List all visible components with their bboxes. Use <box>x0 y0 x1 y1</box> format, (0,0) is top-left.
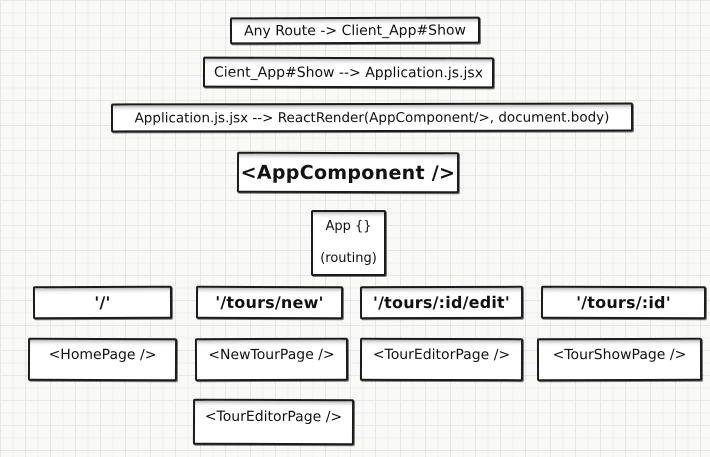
flow-step-client-app-show: Cient_App#Show --> Application.js.jsx <box>202 56 495 89</box>
component-box-new-tour-page: <NewTourPage /> <box>194 337 349 382</box>
component-box-nested-tour-editor-page: <TourEditorPage /> <box>192 398 355 446</box>
route-box-tours-new: '/tours/new' <box>195 285 344 320</box>
component-home-page-label: <HomePage /> <box>48 346 157 364</box>
app-router-box: App {} (routing) <box>311 210 386 276</box>
app-component-box: <AppComponent /> <box>236 151 460 194</box>
route-tours-id-path: '/tours/:id' <box>576 292 671 313</box>
app-component-label: <AppComponent /> <box>240 161 456 184</box>
flow-step-application-jsx-label: Application.js.jsx --> ReactRender(AppCo… <box>134 109 610 126</box>
route-box-tours-id: '/tours/:id' <box>540 285 707 320</box>
flow-step-client-app-show-label: Cient_App#Show --> Application.js.jsx <box>213 64 484 81</box>
component-tour-show-page-label: <TourShowPage /> <box>552 346 687 364</box>
component-box-home-page: <HomePage /> <box>27 337 178 382</box>
app-router-title: App {} <box>325 219 372 234</box>
component-nested-tour-editor-page-label: <TourEditorPage /> <box>204 408 343 426</box>
route-tours-new-path: '/tours/new' <box>215 292 324 313</box>
component-box-tour-editor-page: <TourEditorPage /> <box>359 337 524 382</box>
component-new-tour-page-label: <NewTourPage /> <box>208 346 335 364</box>
flow-step-any-route-label: Any Route -> Client_App#Show <box>244 22 466 39</box>
flow-step-application-jsx: Application.js.jsx --> ReactRender(AppCo… <box>110 102 634 133</box>
component-box-tour-show-page: <TourShowPage /> <box>536 337 703 382</box>
component-tour-editor-page-label: <TourEditorPage /> <box>372 346 511 364</box>
route-box-tours-id-edit: '/tours/:id/edit' <box>359 285 524 320</box>
app-router-subtitle: (routing) <box>320 251 377 266</box>
flow-step-any-route: Any Route -> Client_App#Show <box>229 16 481 45</box>
route-root-path: '/' <box>94 292 111 313</box>
route-tours-id-edit-path: '/tours/:id/edit' <box>372 292 510 313</box>
route-box-root: '/' <box>32 285 173 320</box>
